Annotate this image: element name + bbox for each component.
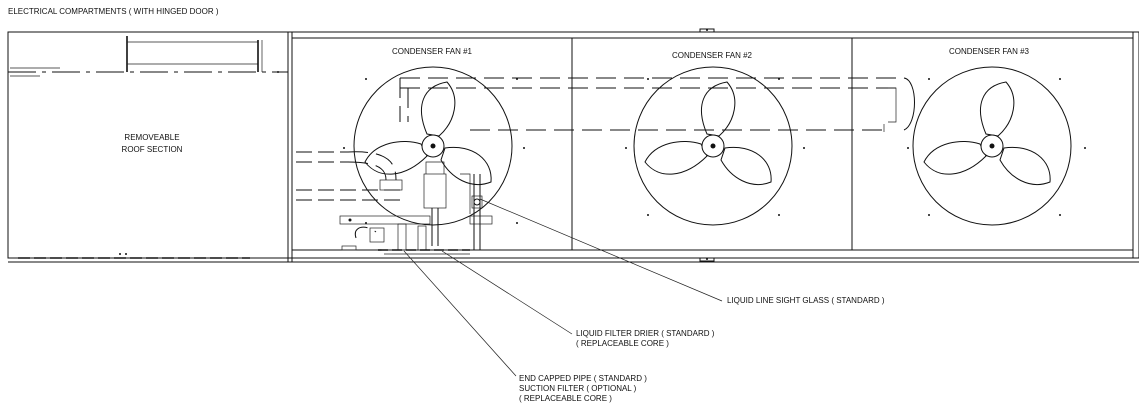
fan-3-label: CONDENSER FAN #3 — [949, 47, 1030, 56]
callout-sight-glass: LIQUID LINE SIGHT GLASS ( STANDARD ) — [727, 296, 885, 305]
condenser-fan-2 — [633, 66, 793, 226]
fan-panel-3 — [851, 37, 1134, 251]
roof-section-label-line1: REMOVEABLE — [124, 133, 179, 142]
condenser-fan-1 — [353, 66, 513, 226]
drawing-title: ELECTRICAL COMPARTMENTS ( WITH HINGED DO… — [8, 7, 219, 16]
electrical-compartment — [8, 36, 288, 259]
callout-end-cap-line1: END CAPPED PIPE ( STANDARD ) — [519, 374, 647, 383]
roof-section-label-line2: ROOF SECTION — [122, 145, 183, 154]
fan-2-label: CONDENSER FAN #2 — [672, 51, 753, 60]
refrigerant-piping — [296, 77, 915, 255]
callout-filter-drier-line1: LIQUID FILTER DRIER ( STANDARD ) — [576, 329, 715, 338]
callout-end-cap-line3: ( REPLACEABLE CORE ) — [519, 394, 612, 403]
condenser-fan-3 — [912, 66, 1072, 226]
callout-filter-drier-line2: ( REPLACEABLE CORE ) — [576, 339, 669, 348]
fan-1-label: CONDENSER FAN #1 — [392, 47, 473, 56]
callout-leaders — [403, 198, 723, 377]
callout-end-cap-line2: SUCTION FILTER ( OPTIONAL ) — [519, 384, 637, 393]
